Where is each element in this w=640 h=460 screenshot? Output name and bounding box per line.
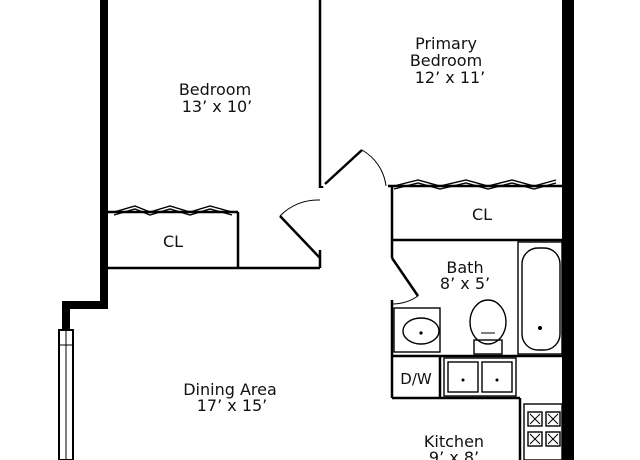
bath-sink [393, 307, 441, 353]
closet-doors [113, 179, 557, 216]
dining-name: Dining Area [183, 380, 277, 399]
swing-doors [279, 149, 420, 305]
exterior-walls [62, 0, 574, 460]
toilet [469, 299, 507, 355]
bedroom-name: Bedroom [179, 80, 251, 99]
stove [523, 403, 563, 460]
bedroom-closet-label: CL [163, 232, 183, 251]
dishwasher-label: D/W [400, 370, 432, 388]
kitchen-name: Kitchen [424, 432, 484, 451]
bath-dims: 8’ x 5’ [440, 274, 490, 293]
dining-window [58, 329, 74, 460]
interior-walls [108, 0, 562, 460]
bathtub [517, 241, 563, 355]
dining-dims: 17’ x 15’ [197, 396, 268, 415]
primary-bedroom-name-line2: Bedroom [410, 51, 482, 70]
bedroom-dims: 13’ x 10’ [182, 97, 253, 116]
primary-bedroom-name-line1: Primary [415, 34, 477, 53]
bath-name: Bath [446, 258, 483, 277]
primary-closet-label: CL [472, 205, 492, 224]
primary-bedroom-dims: 12’ x 11’ [415, 68, 486, 87]
kitchen-sink [443, 357, 517, 397]
kitchen-dims: 9’ x 8’ [429, 448, 479, 460]
